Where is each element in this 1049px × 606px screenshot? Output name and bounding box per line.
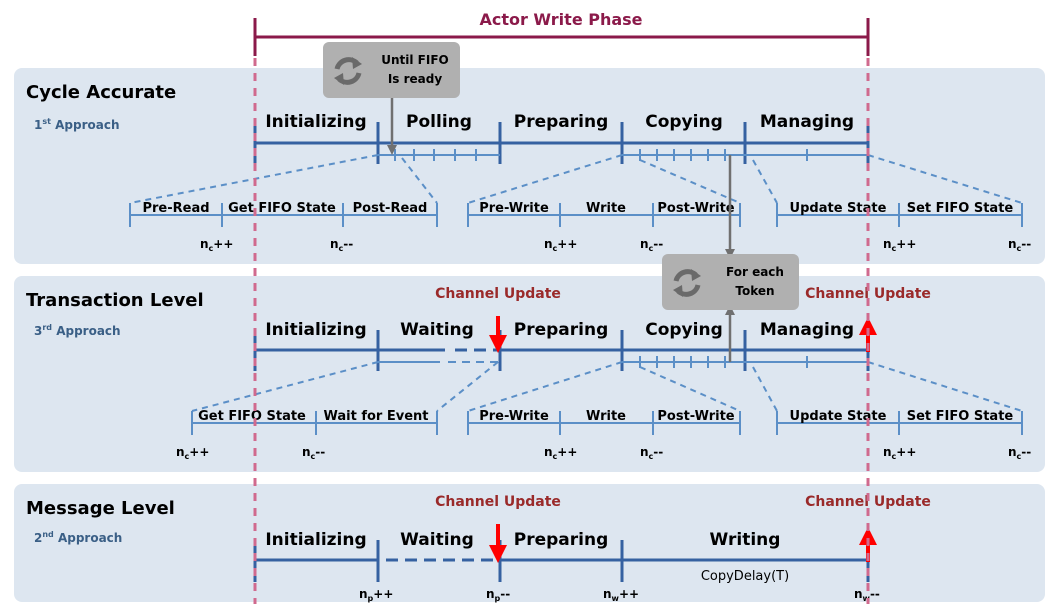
sub-timeline-manage-cycle [776, 203, 1023, 227]
approach-label-2: 2nd Approach [34, 530, 122, 545]
sub-timeline-write-transaction [467, 411, 741, 435]
counter-nc-inc: nc++ [200, 237, 233, 253]
sub-pre-read: Pre-Read [142, 201, 209, 216]
counter-nw-inc: nw++ [603, 587, 639, 603]
sub-write: Write [586, 201, 626, 216]
counter-nc-dec: nc-- [640, 445, 663, 461]
sub-get-fifo-state: Get FIFO State [198, 409, 306, 424]
phase-managing: Managing [760, 112, 854, 132]
counter-nc-inc: nc++ [544, 445, 577, 461]
counter-nc-inc: nc++ [544, 237, 577, 253]
counter-nc-inc: nc++ [883, 237, 916, 253]
loop-box-for-each-token: For each Token [662, 254, 799, 310]
phase-copying: Copying [645, 320, 723, 340]
counter-nc-dec: nc-- [1008, 445, 1031, 461]
phase-initializing: Initializing [265, 530, 366, 550]
sub-timeline-manage-transaction [776, 411, 1023, 435]
sub-update-state: Update State [790, 201, 887, 216]
main-timeline-cycle-accurate [253, 122, 870, 164]
phase-waiting: Waiting [400, 320, 474, 340]
channel-update-label: Channel Update [805, 494, 931, 510]
sub-timeline-wait-transaction [191, 411, 438, 435]
counter-nc-dec: nc-- [1008, 237, 1031, 253]
sub-pre-write: Pre-Write [479, 409, 549, 424]
sub-timeline-write-cycle [467, 203, 741, 227]
copy-delay-label: CopyDelay(T) [701, 569, 789, 584]
sub-post-write: Post-Write [657, 201, 734, 216]
channel-update-label: Channel Update [805, 286, 931, 302]
phase-preparing: Preparing [514, 320, 609, 340]
approach-label-1: 1st Approach [34, 117, 120, 132]
approach-label-3: 3rd Approach [34, 323, 121, 338]
loop-box-until-fifo: Until FIFO Is ready [323, 42, 460, 98]
phase-managing: Managing [760, 320, 854, 340]
sub-get-fifo-state: Get FIFO State [228, 201, 336, 216]
section-title-cycle-accurate: Cycle Accurate [26, 82, 176, 103]
panel-message-level [14, 484, 1045, 602]
sub-wait-for-event: Wait for Event [323, 409, 428, 424]
channel-update-arrow-down [489, 524, 507, 563]
counter-nc-dec: nc-- [640, 237, 663, 253]
sub-set-fifo-state: Set FIFO State [907, 409, 1014, 424]
channel-update-label: Channel Update [435, 494, 561, 510]
phase-waiting: Waiting [400, 530, 474, 550]
section-title-transaction-level: Transaction Level [26, 290, 204, 311]
counter-nc-dec: nc-- [330, 237, 353, 253]
phase-initializing: Initializing [265, 112, 366, 132]
loop-box-until-fifo-line1: Until FIFO [381, 53, 449, 67]
loop-box-until-fifo-line2: Is ready [388, 72, 443, 86]
actor-write-phase-label: Actor Write Phase [479, 10, 642, 29]
zoom-lines-transaction-level [191, 361, 1023, 412]
counter-np-inc: np++ [359, 587, 393, 603]
main-timeline-message-level [253, 540, 870, 582]
sub-timeline-read-cycle [129, 203, 438, 227]
sub-post-read: Post-Read [353, 201, 428, 216]
phase-preparing: Preparing [514, 112, 609, 132]
sub-set-fifo-state: Set FIFO State [907, 201, 1014, 216]
inner-ticks-cycle-accurate [378, 149, 868, 161]
counter-nc-inc: nc++ [176, 445, 209, 461]
phase-initializing: Initializing [265, 320, 366, 340]
phase-preparing: Preparing [514, 530, 609, 550]
counter-nc-inc: nc++ [883, 445, 916, 461]
channel-update-label: Channel Update [435, 286, 561, 302]
sub-post-write: Post-Write [657, 409, 734, 424]
phase-polling: Polling [406, 112, 472, 132]
channel-update-arrow-down [489, 316, 507, 353]
section-title-message-level: Message Level [26, 498, 175, 519]
counter-nc-dec: nc-- [302, 445, 325, 461]
zoom-lines-cycle-accurate [129, 154, 1023, 204]
phase-copying: Copying [645, 112, 723, 132]
inner-ticks-transaction-level [378, 356, 868, 368]
sub-pre-write: Pre-Write [479, 201, 549, 216]
phase-writing: Writing [710, 530, 781, 550]
counter-np-dec: np-- [486, 587, 510, 603]
actor-write-phase: Actor Write Phase [253, 10, 870, 56]
loop-box-for-each-token-line2: Token [735, 284, 774, 298]
sub-update-state: Update State [790, 409, 887, 424]
sub-write: Write [586, 409, 626, 424]
loop-box-for-each-token-line1: For each [726, 265, 784, 279]
